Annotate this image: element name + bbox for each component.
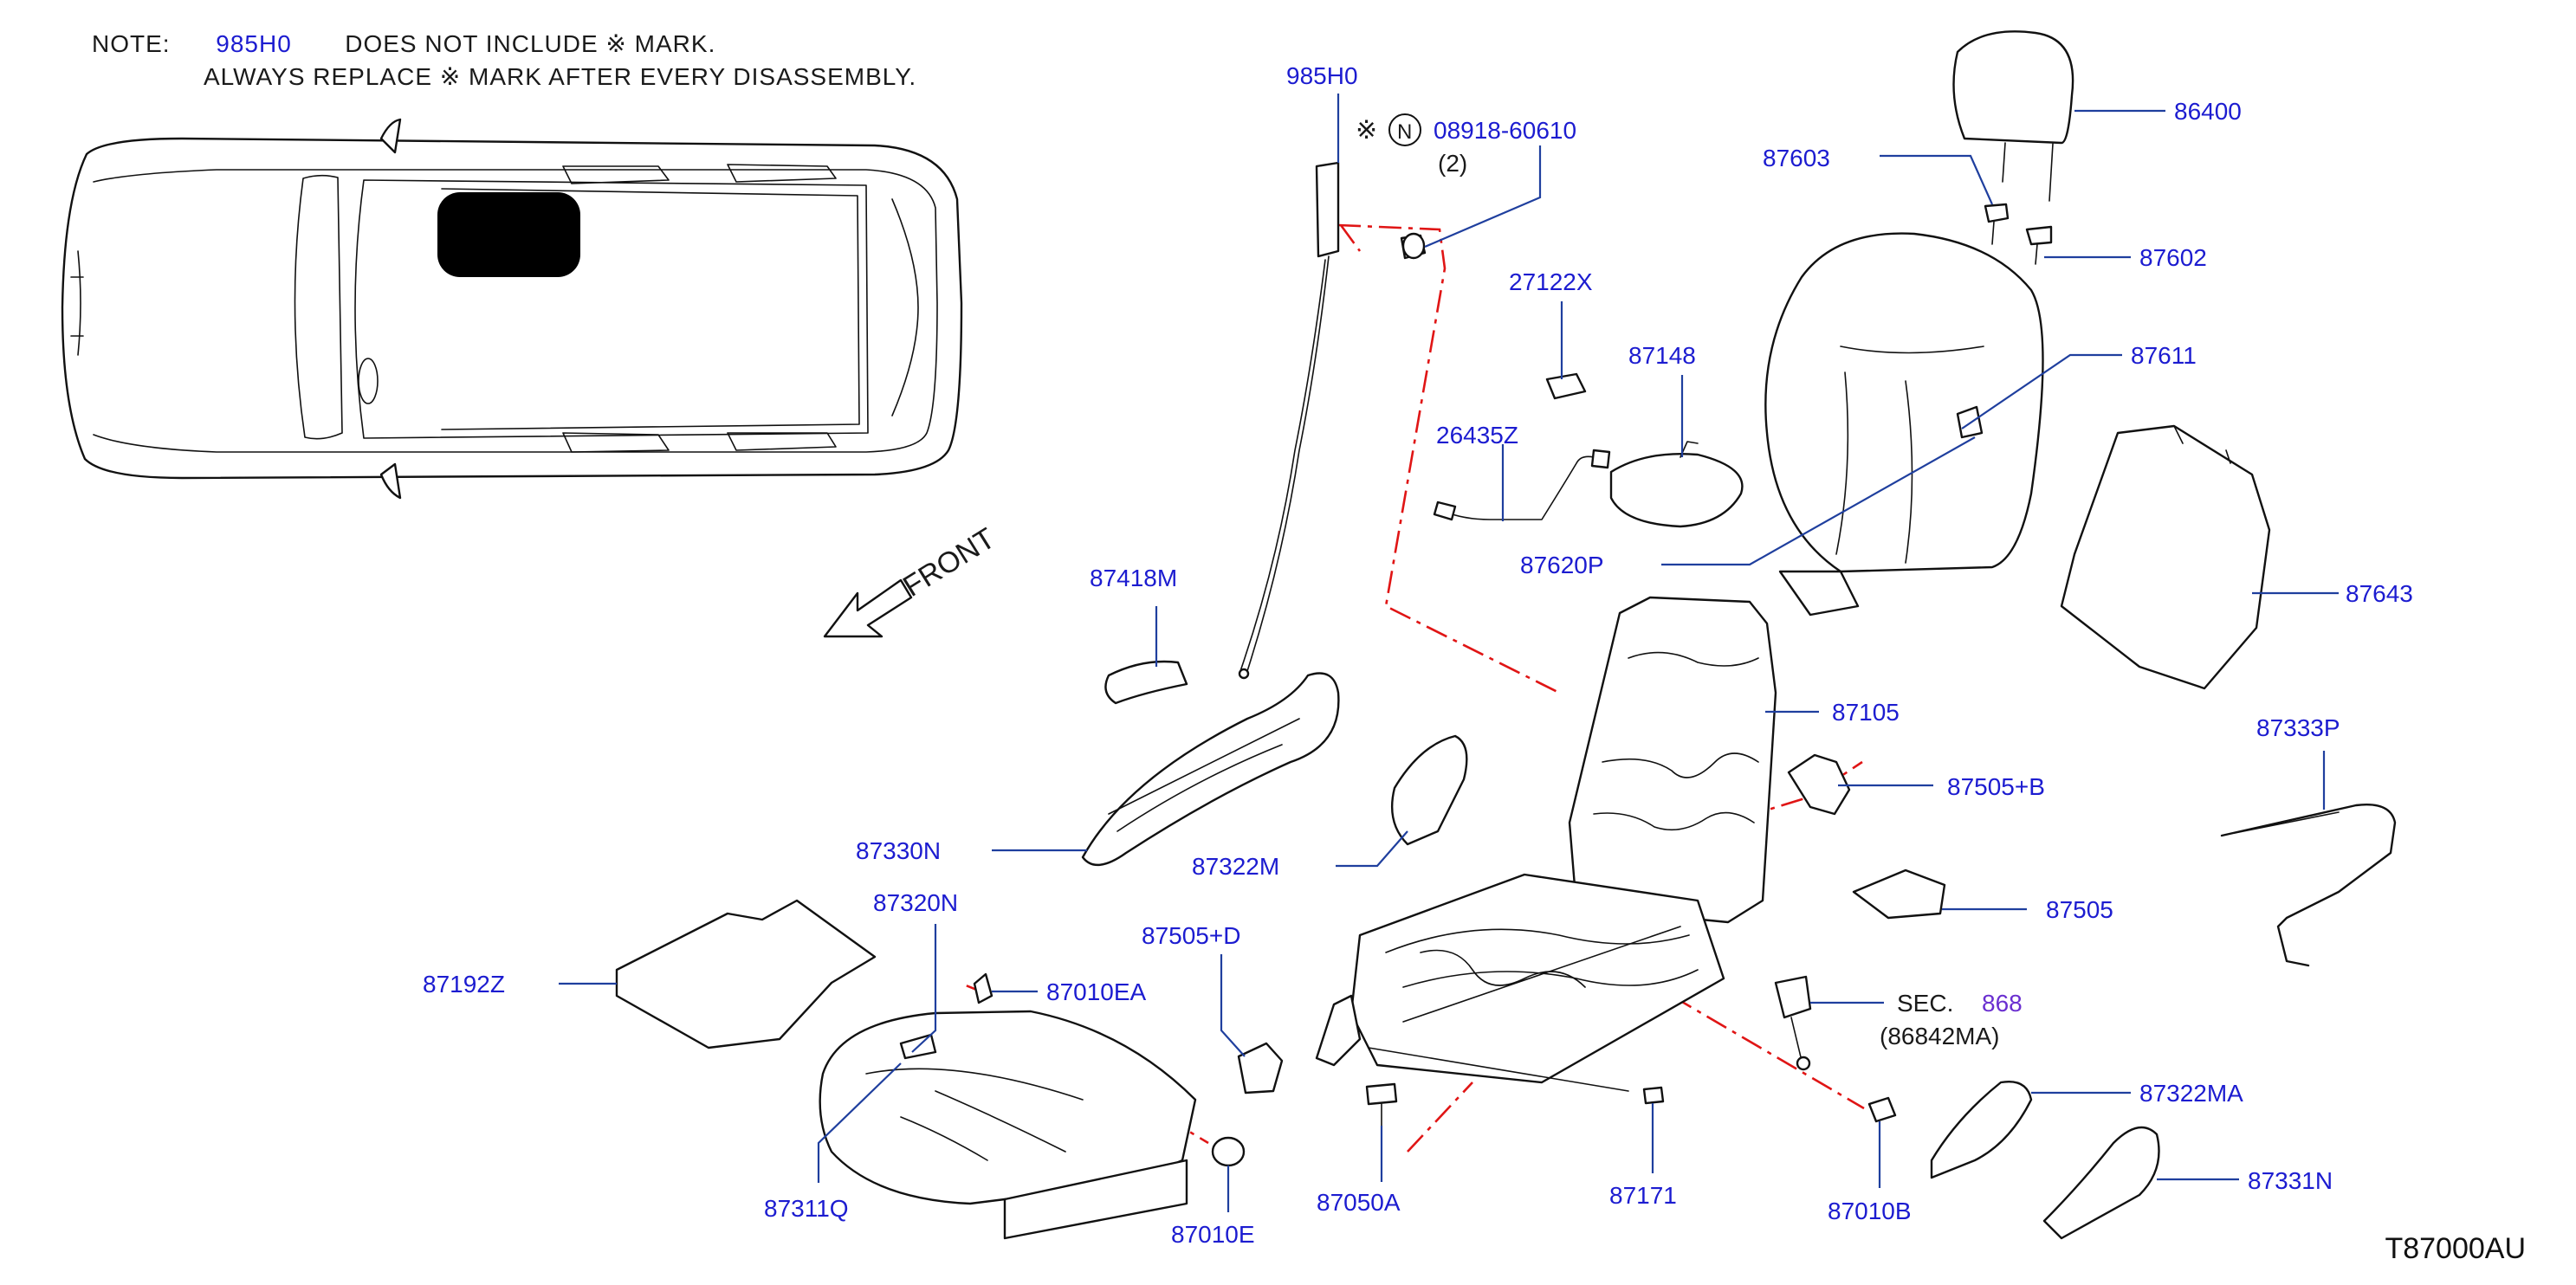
part-87322M[interactable]	[1391, 734, 1468, 846]
part-87192Z-mat[interactable]	[615, 899, 877, 1049]
part-08918-60610[interactable]	[1400, 232, 1427, 260]
part-87602[interactable]	[2025, 225, 2053, 265]
note-line-2: ALWAYS REPLACE ※ MARK AFTER EVERY DISASS…	[204, 62, 916, 91]
part-27122X[interactable]	[1545, 372, 1587, 400]
note-part-number: 985H0	[216, 30, 292, 57]
label-87602: 87602	[2139, 244, 2207, 271]
note-prefix: NOTE:	[92, 30, 171, 57]
label-08918-60610: 08918-60610	[1434, 117, 1576, 144]
part-87010E[interactable]	[1211, 1136, 1246, 1167]
label-87331N: 87331N	[2248, 1167, 2333, 1194]
part-87050A-bolt[interactable]	[1365, 1082, 1398, 1127]
part-87322MA[interactable]	[1930, 1081, 2033, 1179]
part-87333P-cable[interactable]	[2220, 804, 2397, 967]
label-87320N: 87320N	[873, 889, 958, 916]
label-87505: 87505	[2046, 896, 2113, 923]
label-87311Q: 87311Q	[764, 1195, 849, 1222]
part-87418M[interactable]	[1104, 660, 1188, 705]
leader-lines	[559, 94, 2339, 1212]
label-87333P: 87333P	[2256, 714, 2340, 741]
front-label: FRONT	[897, 522, 1000, 604]
label-26435Z: 26435Z	[1436, 422, 1518, 449]
part-87010B-nut[interactable]	[1867, 1096, 1897, 1123]
label-27122X: 27122X	[1509, 268, 1593, 295]
part-seatback-cover[interactable]	[1764, 232, 2044, 617]
label-87192Z: 87192Z	[423, 971, 505, 998]
n-mark-icon	[1388, 113, 1421, 146]
part-seat-belt-buckle[interactable]	[1774, 975, 1812, 1071]
part-87148[interactable]	[1609, 441, 1744, 528]
label-86400: 86400	[2174, 98, 2242, 125]
part-87330N-finisher[interactable]	[1081, 672, 1340, 866]
replace-mark-icon: ※	[1356, 116, 1377, 145]
label-87010EA: 87010EA	[1046, 978, 1147, 1005]
label-87611: 87611	[2131, 342, 2197, 369]
vehicle-top-view	[61, 118, 963, 500]
label-87105: 87105	[1832, 699, 1900, 726]
part-87331N[interactable]	[2042, 1126, 2160, 1240]
note-line1-text: DOES NOT INCLUDE ※ MARK.	[345, 30, 716, 57]
label-87643: 87643	[2346, 580, 2413, 607]
part-87611[interactable]	[1956, 405, 1984, 439]
label-87010B: 87010B	[1828, 1198, 1912, 1224]
label-985H0: 985H0	[1286, 62, 1358, 89]
part-87505-D[interactable]	[1237, 1042, 1284, 1095]
label-87322MA: 87322MA	[2139, 1080, 2243, 1107]
front-direction-arrow: FRONT	[823, 522, 1001, 638]
part-26435Z-harness[interactable]	[1433, 449, 1611, 521]
note-line-1: NOTE: 985H0 DOES NOT INCLUDE ※ MARK.	[92, 29, 715, 58]
note-line2-text: ALWAYS REPLACE ※ MARK AFTER EVERY DISASS…	[204, 63, 917, 90]
diagram-code: T87000AU	[2385, 1232, 2526, 1265]
part-87171[interactable]	[1642, 1086, 1665, 1105]
part-87643-back-board[interactable]	[2060, 424, 2271, 690]
part-86400-headrest[interactable]	[1952, 30, 2074, 202]
part-87505-B[interactable]	[1787, 753, 1851, 816]
label-87505-B: 87505+B	[1947, 773, 2045, 800]
part-87105-seat-frame[interactable]	[1315, 596, 1777, 1092]
part-87320N-cushion[interactable]	[819, 1010, 1197, 1240]
part-87603[interactable]	[1984, 203, 2010, 245]
label-87171: 87171	[1609, 1182, 1677, 1209]
label-sec-reference: (86842MA)	[1880, 1023, 2000, 1049]
label-87010E: 87010E	[1171, 1221, 1255, 1248]
label-sec-868[interactable]: 868	[1982, 990, 2023, 1017]
part-87010EA[interactable]	[973, 972, 994, 1004]
label-quantity: (2)	[1438, 150, 1467, 177]
label-87148: 87148	[1628, 342, 1696, 369]
callout-labels: 985H0 ※ N 08918-60610 (2) 86400 87603 87…	[423, 62, 2413, 1248]
label-87050A: 87050A	[1317, 1189, 1401, 1216]
label-87418M: 87418M	[1090, 565, 1177, 591]
label-87603: 87603	[1763, 145, 1830, 171]
highlighted-seat-position	[437, 192, 580, 277]
label-87330N: 87330N	[856, 837, 941, 864]
label-87322M: 87322M	[1192, 853, 1279, 880]
label-sec: SEC.	[1897, 990, 1953, 1017]
part-985H0[interactable]	[1238, 161, 1340, 680]
label-87505-D: 87505+D	[1142, 922, 1240, 949]
label-n-mark: N	[1397, 120, 1412, 144]
label-87620P: 87620P	[1520, 552, 1604, 578]
part-87505[interactable]	[1852, 869, 1946, 920]
